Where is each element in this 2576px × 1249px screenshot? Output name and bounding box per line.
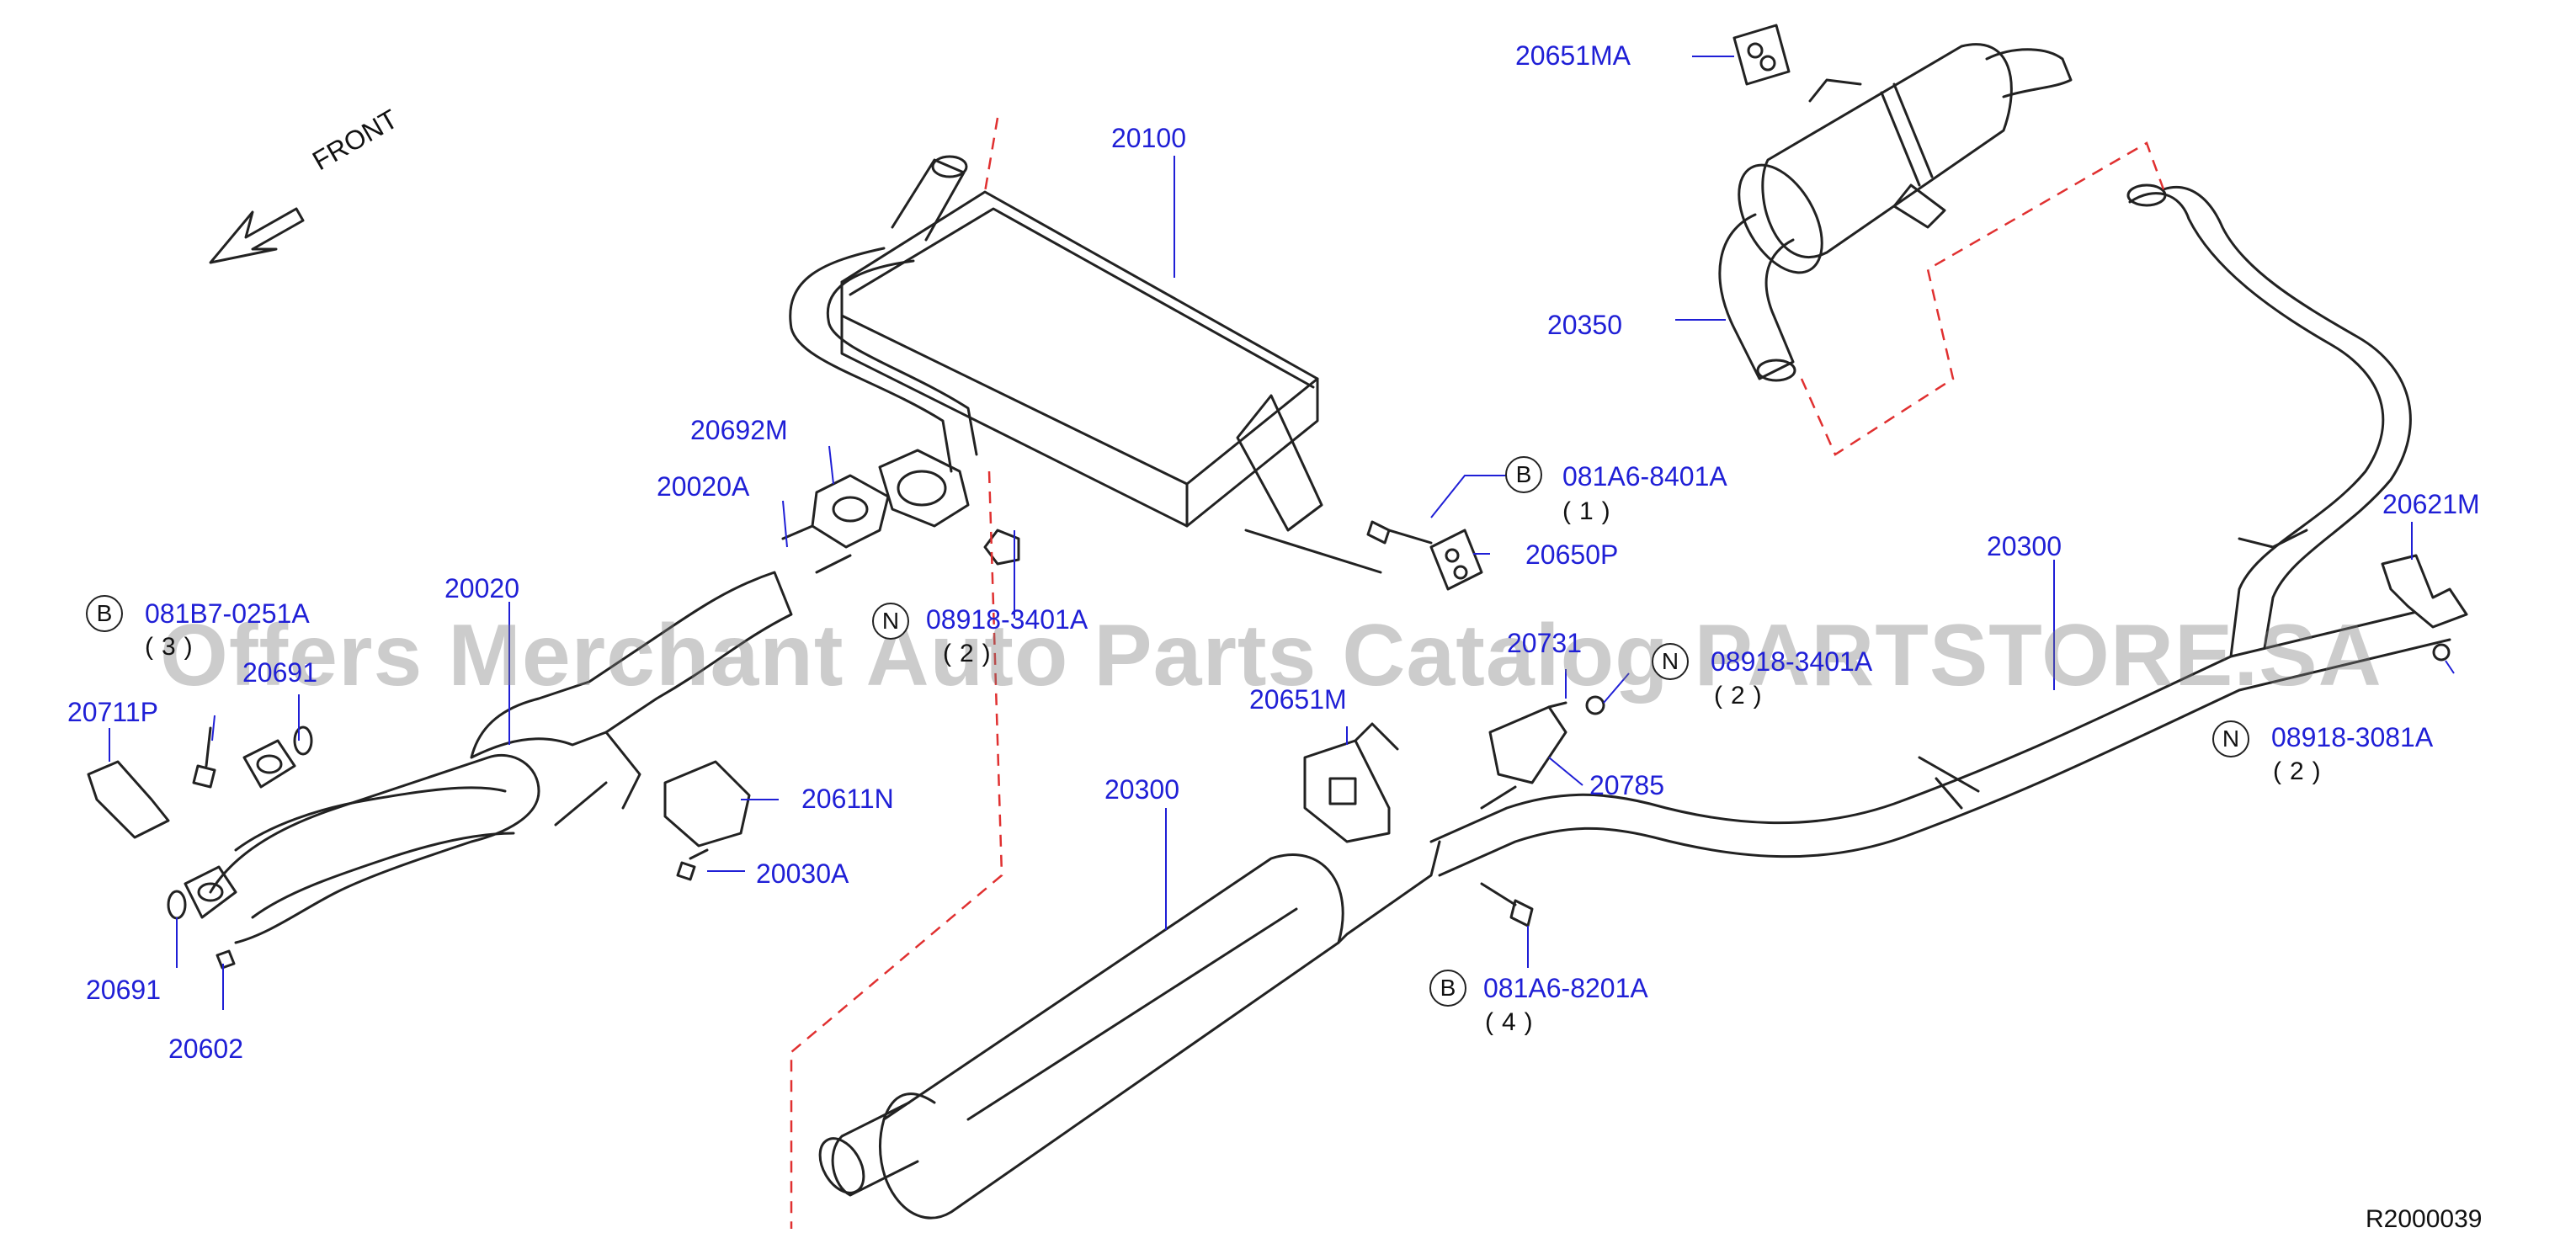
callout-081a6-8201a: 081A6-8201A bbox=[1483, 973, 1648, 1003]
bracket-20611n bbox=[663, 760, 751, 848]
front-flange bbox=[781, 449, 1020, 574]
callout-20691-upper: 20691 bbox=[242, 657, 317, 688]
bracket-20785 bbox=[1480, 701, 1567, 810]
callout-081a6-8401a: 081A6-8401A bbox=[1562, 461, 1727, 492]
callout-081b7-0251a: 081B7-0251A bbox=[145, 598, 310, 629]
callout-20651ma: 20651MA bbox=[1515, 40, 1631, 71]
qty-08918-3401a-left: (2) bbox=[943, 640, 999, 667]
bolt-20030a bbox=[676, 848, 709, 881]
callout-20785: 20785 bbox=[1589, 770, 1664, 800]
bracket-20621m bbox=[2381, 554, 2468, 629]
intermediate-pipe bbox=[1429, 604, 2451, 877]
callout-20692m: 20692M bbox=[690, 415, 788, 445]
nut-08918-right bbox=[2432, 643, 2451, 662]
rear-muffler bbox=[1718, 43, 2073, 382]
callout-20731: 20731 bbox=[1507, 628, 1582, 658]
watermark-text: Offers Merchant Auto Parts Catalog PARTS… bbox=[160, 607, 2382, 704]
callout-20621m: 20621M bbox=[2382, 489, 2480, 519]
y-pipe bbox=[167, 725, 540, 944]
heat-shield-20711p bbox=[87, 760, 170, 839]
callout-20030a: 20030A bbox=[756, 858, 849, 889]
qty-08918-3401a-mid: (2) bbox=[1714, 682, 1770, 710]
callout-20650p: 20650P bbox=[1525, 539, 1619, 570]
badge-n-08918-3401a-left: N bbox=[872, 603, 909, 640]
callout-20651m: 20651M bbox=[1249, 684, 1347, 715]
hanger-20651ma bbox=[1732, 24, 1791, 86]
badge-n-08918-3081a: N bbox=[2212, 720, 2249, 757]
front-tube-20020 bbox=[470, 571, 793, 826]
bolt-081b7-0251a bbox=[192, 726, 216, 789]
callout-20300-right: 20300 bbox=[1987, 531, 2062, 561]
bolt-081a6-8201a bbox=[1480, 882, 1534, 927]
tail-pipe-right bbox=[2126, 183, 2412, 658]
callout-20350: 20350 bbox=[1547, 310, 1622, 340]
nut-20602 bbox=[216, 949, 236, 970]
callout-08918-3401a-mid: 08918-3401A bbox=[1711, 646, 1873, 677]
front-muffler-lower bbox=[818, 840, 1441, 1220]
badge-b-081a6-8401a: B bbox=[1505, 456, 1542, 493]
callout-20100: 20100 bbox=[1111, 123, 1186, 153]
break-lines bbox=[790, 117, 2165, 1229]
center-muffler bbox=[789, 155, 1382, 574]
qty-081a6-8401a: (1) bbox=[1562, 497, 1619, 525]
front-arrow-icon bbox=[209, 207, 305, 264]
callout-20300-left: 20300 bbox=[1104, 774, 1179, 805]
nut-08918-mid bbox=[1585, 695, 1605, 715]
reference-code: R2000039 bbox=[2366, 1205, 2483, 1233]
leader-lines bbox=[109, 56, 2455, 1010]
callout-20691-lower: 20691 bbox=[86, 975, 161, 1005]
qty-081a6-8201a: (4) bbox=[1485, 1008, 1541, 1036]
callout-20611n: 20611N bbox=[801, 784, 894, 814]
hanger-20650p bbox=[1429, 529, 1483, 591]
hanger-20651m bbox=[1303, 722, 1399, 843]
callout-20711p: 20711P bbox=[67, 697, 158, 727]
callout-20602: 20602 bbox=[168, 1034, 243, 1064]
callout-20020: 20020 bbox=[444, 573, 519, 603]
qty-081b7-0251a: (3) bbox=[145, 633, 201, 661]
badge-b-081b7-0251a: B bbox=[86, 595, 123, 632]
badge-b-081a6-8201a: B bbox=[1429, 970, 1466, 1007]
badge-n-08918-3401a-mid: N bbox=[1652, 643, 1689, 680]
callout-08918-3081a: 08918-3081A bbox=[2271, 722, 2434, 752]
bolt-081a6-8401a bbox=[1366, 520, 1433, 545]
callout-08918-3401a-left: 08918-3401A bbox=[926, 604, 1088, 635]
callout-20020a: 20020A bbox=[657, 471, 750, 502]
qty-08918-3081a: (2) bbox=[2273, 757, 2329, 785]
